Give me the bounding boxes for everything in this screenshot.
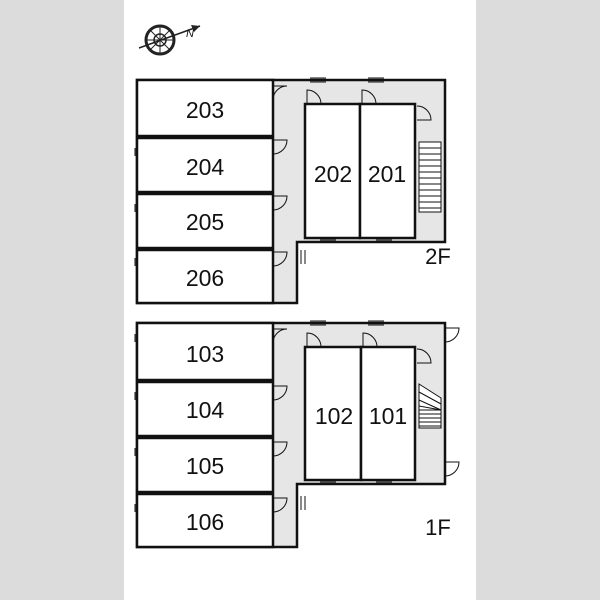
room-number-206: 206 — [186, 265, 224, 291]
room-number-202: 202 — [314, 161, 352, 187]
room-number-101: 101 — [369, 403, 407, 429]
room-106 — [135, 492, 275, 549]
room-105 — [135, 436, 275, 494]
room-102 — [303, 345, 363, 482]
room-204 — [135, 136, 275, 194]
room-201 — [358, 102, 417, 240]
room-101 — [359, 345, 417, 482]
room-103 — [135, 321, 275, 382]
room-206 — [135, 248, 275, 305]
room-number-205: 205 — [186, 209, 224, 235]
room-number-201: 201 — [368, 161, 406, 187]
room-number-204: 204 — [186, 154, 225, 180]
room-number-104: 104 — [186, 397, 225, 423]
room-104 — [135, 380, 275, 438]
room-203 — [135, 78, 275, 138]
compass-rose-icon — [138, 24, 201, 56]
staircase — [418, 141, 442, 213]
floor-2-plan: 203 204 205 206 202 201 2F — [134, 77, 451, 305]
room-number-102: 102 — [315, 403, 353, 429]
room-number-106: 106 — [186, 509, 224, 535]
compass-north-label: N — [186, 28, 194, 40]
windows — [134, 320, 392, 512]
room-number-105: 105 — [186, 453, 224, 479]
door-swings — [272, 85, 432, 267]
door-swings — [272, 327, 460, 513]
windows — [134, 77, 392, 266]
room-202 — [303, 102, 362, 240]
staircase — [418, 383, 442, 429]
floor-label-2f: 2F — [425, 244, 451, 269]
room-number-203: 203 — [186, 97, 224, 123]
room-205 — [135, 192, 275, 250]
floor-label-1f: 1F — [425, 515, 451, 540]
floor-1-plan: 103 104 105 106 102 101 1F — [134, 320, 460, 549]
room-number-103: 103 — [186, 341, 224, 367]
